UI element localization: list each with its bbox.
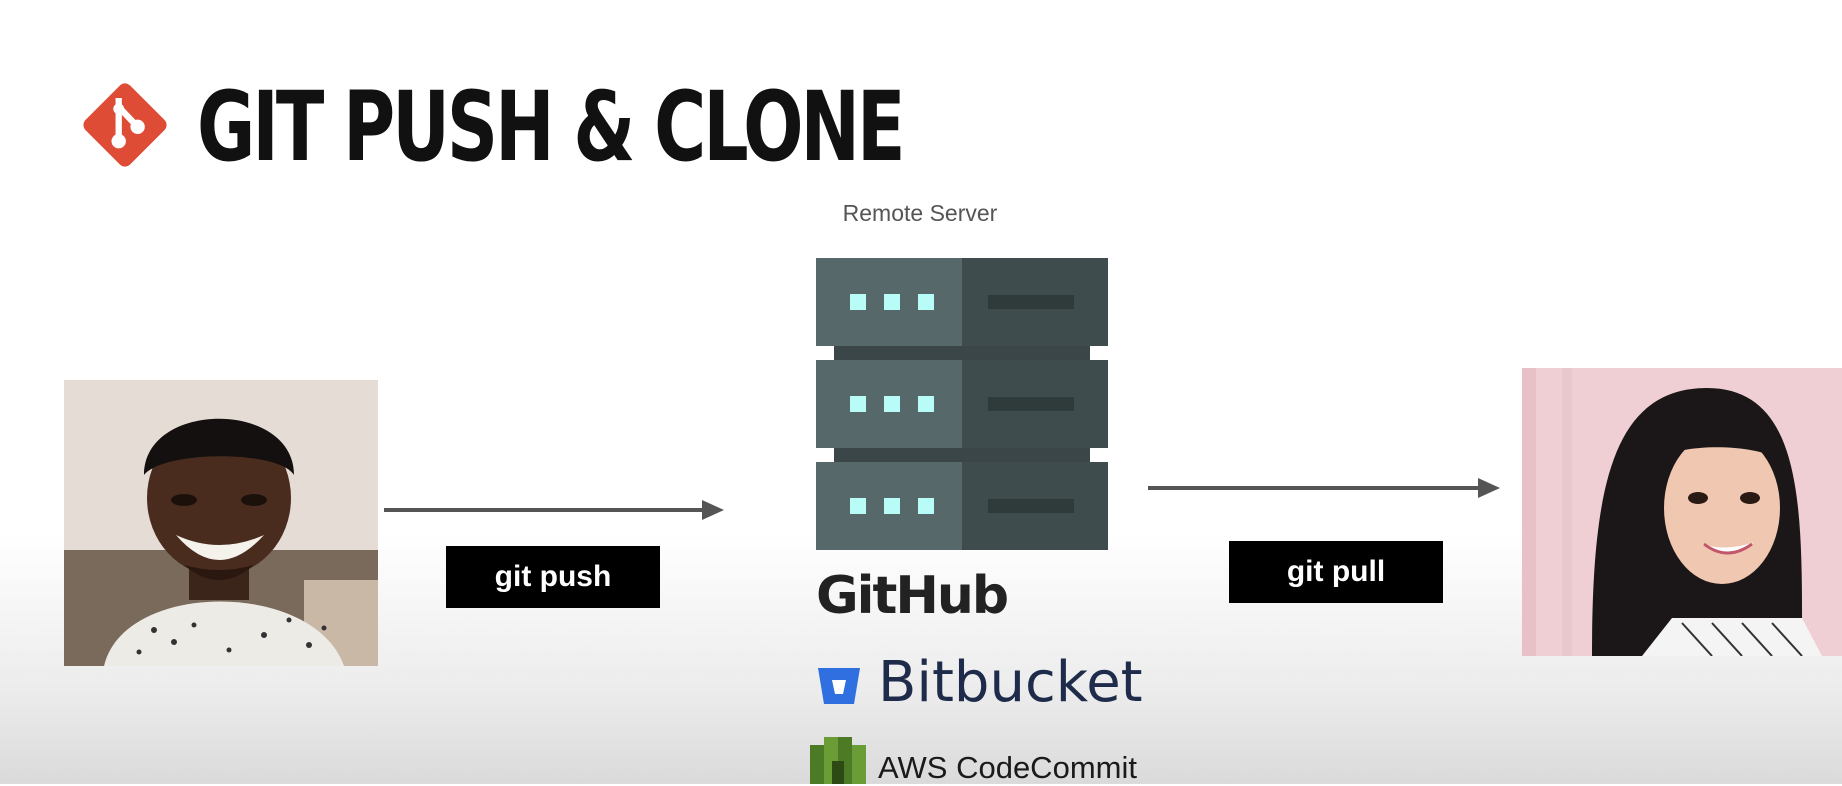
aws-codecommit-logo-text: AWS CodeCommit bbox=[878, 750, 1137, 785]
server-unit bbox=[816, 462, 1108, 550]
server-unit bbox=[816, 360, 1108, 448]
git-pull-label: git pull bbox=[1229, 541, 1443, 603]
developer-photo-left bbox=[64, 380, 378, 666]
aws-codecommit-logo-icon bbox=[810, 737, 866, 784]
remote-server-label: Remote Server bbox=[842, 200, 998, 226]
server-unit bbox=[816, 258, 1108, 346]
git-push-label: git push bbox=[446, 546, 660, 608]
push-arrow bbox=[384, 500, 724, 520]
bitbucket-logo-text: Bitbucket bbox=[878, 650, 1143, 715]
page-title: GIT PUSH & CLONE bbox=[197, 71, 906, 183]
pull-arrow bbox=[1148, 478, 1500, 498]
bitbucket-logo-icon bbox=[818, 668, 860, 704]
git-logo-icon bbox=[83, 83, 167, 167]
github-logo-text: GitHub bbox=[816, 566, 1009, 626]
server-rack-icon bbox=[816, 258, 1108, 550]
developer-photo-right bbox=[1522, 368, 1842, 656]
